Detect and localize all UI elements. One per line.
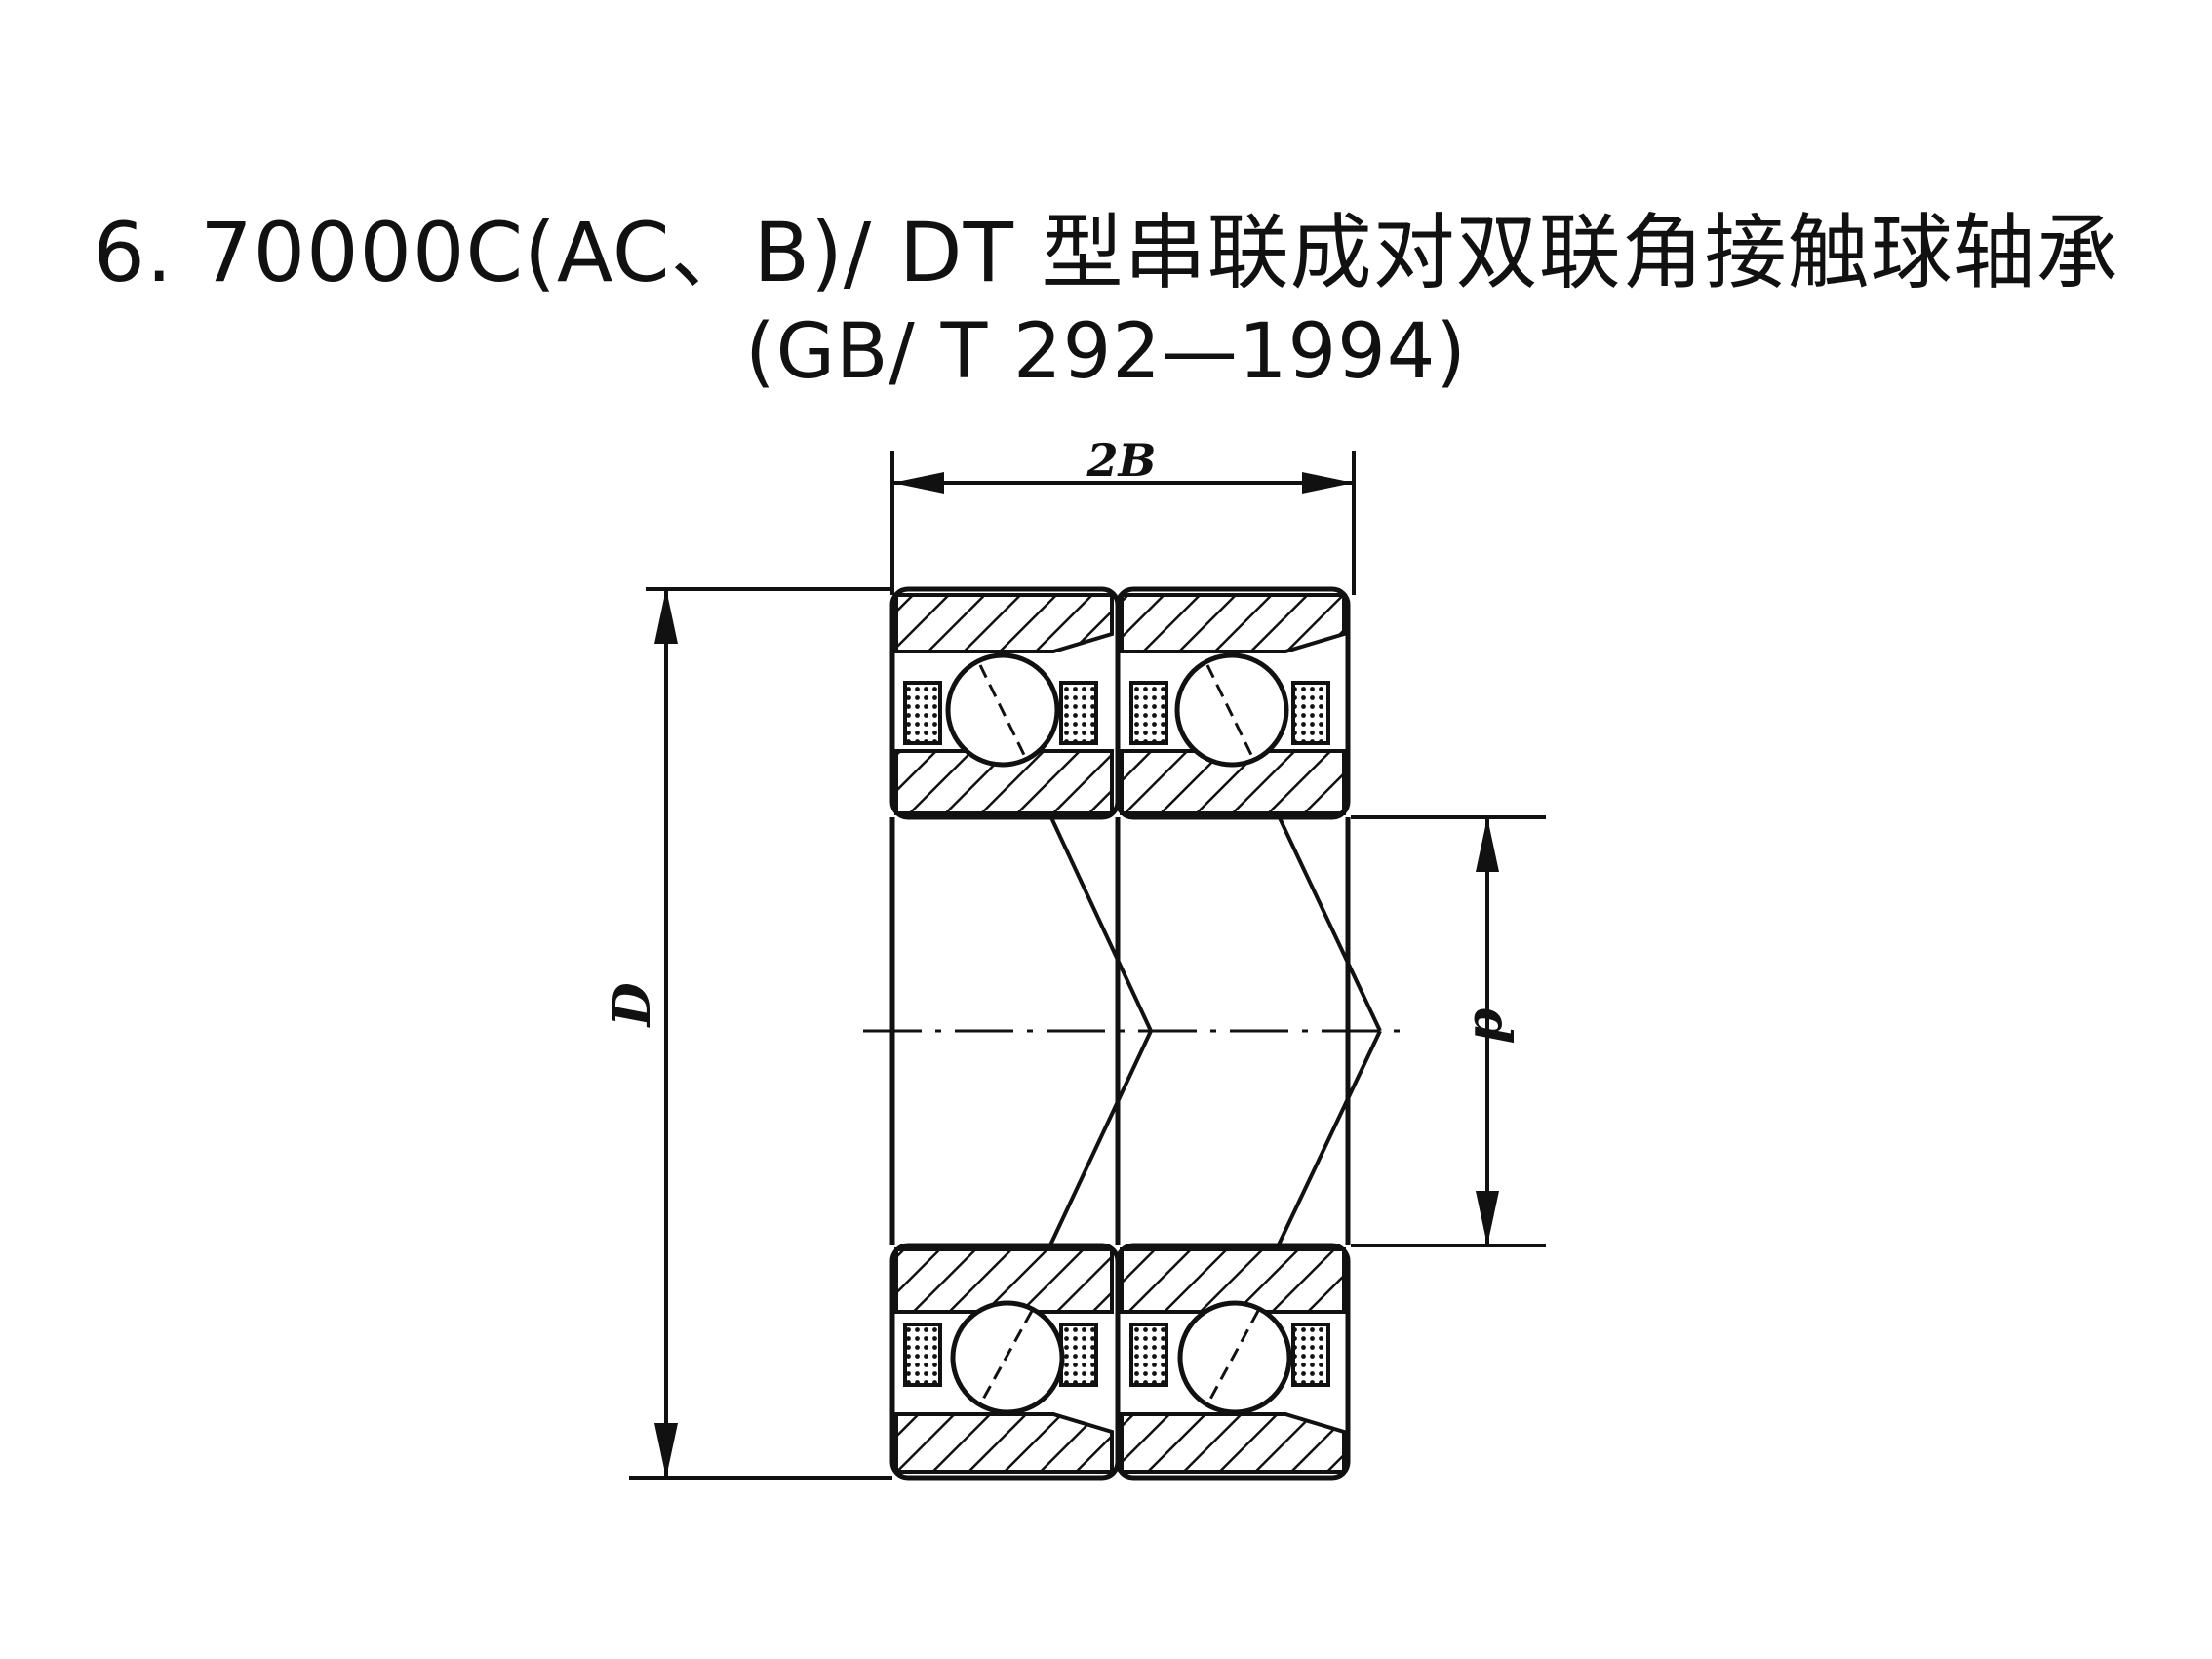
width-label: 2B [1086,434,1157,487]
dimension-d-bore [1351,815,1546,1247]
standard-reference: (GB/ T 292—1994) [745,308,1467,396]
bearing-body-outline [889,817,1351,1245]
bearing-section-top-left [889,586,1121,820]
outer-diameter-label: D [603,982,662,1028]
dimension-d-outer [629,587,892,1480]
bearing-section-top-right [1115,586,1351,820]
bearing-section-bottom-left [889,1243,1121,1481]
dimension-2b [890,451,1356,595]
figure-title: 6. 70000C(AC、B)/ DT 型串联成对双联角接触球轴承 [93,205,2119,300]
bearing-section-bottom-right [1115,1243,1351,1481]
bore-diameter-label: d [1462,1008,1521,1044]
